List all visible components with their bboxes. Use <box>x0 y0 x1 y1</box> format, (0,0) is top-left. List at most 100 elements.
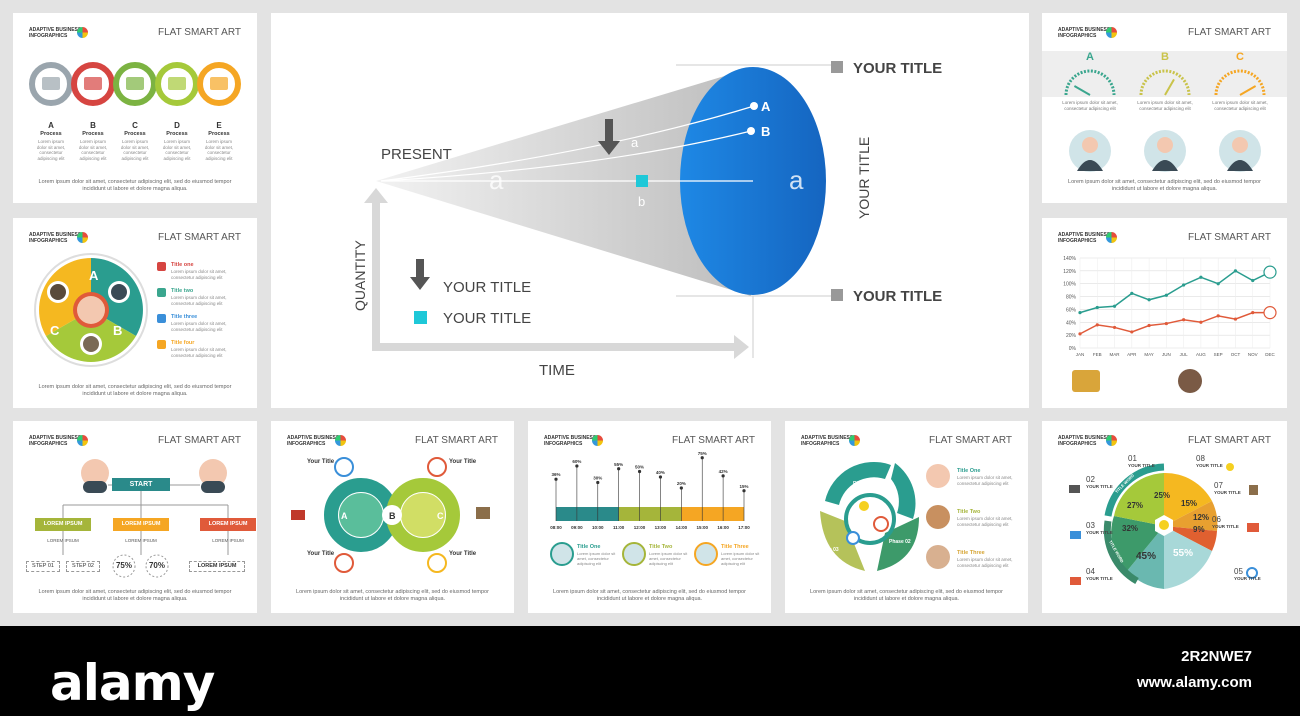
pin-label: 15% <box>739 484 748 489</box>
process-letter: E <box>216 121 222 130</box>
circle-title: Title three <box>171 314 198 320</box>
slide-circle[interactable]: ADAPTIVE BUSINESS INFOGRAPHICS FLAT SMAR… <box>13 218 257 408</box>
x-tick-label: OCT <box>1231 352 1241 357</box>
radial-pct: 15% <box>1181 499 1198 508</box>
time-label: 09:00 <box>571 525 583 530</box>
data-point <box>1095 305 1099 310</box>
slide-label: FLAT SMART ART <box>1188 435 1271 446</box>
data-point <box>1164 293 1168 297</box>
process-letter: C <box>132 121 138 130</box>
slide-label: FLAT SMART ART <box>1188 27 1271 38</box>
timeline-title: Title Two <box>649 544 673 550</box>
radial-pct: 45% <box>1136 551 1157 562</box>
slide-org-chart[interactable]: ADAPTIVE BUSINESS INFOGRAPHICS FLAT SMAR… <box>13 421 257 613</box>
brand-pie-icon <box>77 435 88 446</box>
series-end-icon <box>1263 306 1277 320</box>
circle-title-icon <box>157 262 166 271</box>
radial-number: 02 <box>1086 475 1095 484</box>
brand-logo: ADAPTIVE BUSINESS INFOGRAPHICS <box>29 232 99 244</box>
process-desc: Lorem ipsum dolor sit amet, consectetur … <box>162 139 192 161</box>
timeline-segment <box>597 507 619 521</box>
timeline-title: Title Three <box>721 544 749 550</box>
slide-gauges[interactable]: ADAPTIVE BUSINESS INFOGRAPHICS FLAT SMAR… <box>1042 13 1287 203</box>
title-top: YOUR TITLE <box>853 60 942 77</box>
process-icon <box>168 77 186 90</box>
timeline-segment <box>660 507 682 521</box>
data-point <box>1130 291 1134 295</box>
gauge-letter: A <box>1086 51 1094 63</box>
pin-label: 60% <box>572 459 581 464</box>
pin-label: 30% <box>593 476 602 481</box>
slide-label: FLAT SMART ART <box>672 435 755 446</box>
cycle-desc: Lorem ipsum dolor sit amet, consectetur … <box>957 475 1013 486</box>
slide-label: FLAT SMART ART <box>1188 232 1271 243</box>
slide-funnel-main[interactable]: A B a b a a PRESENT QUANTITY TIME YOUR T… <box>271 13 1029 408</box>
timeline-segment <box>681 507 703 521</box>
slide-cycle[interactable]: ADAPTIVE BUSINESS INFOGRAPHICS FLAT SMAR… <box>785 421 1028 613</box>
timeline-pin-head <box>658 475 663 479</box>
pin-label: 75% <box>698 451 707 456</box>
brand-pie-icon <box>77 27 88 38</box>
time-label: 08:00 <box>550 525 562 530</box>
gauge-desc: Lorem ipsum dolor sit amet, consectetur … <box>1137 100 1193 111</box>
circle-desc: Lorem ipsum dolor sit amet, consectetur … <box>171 269 227 280</box>
radial-number: 07 <box>1214 481 1223 490</box>
process-letter: A <box>48 121 54 130</box>
cycle-title: Title Two <box>957 509 981 515</box>
data-point <box>1199 275 1203 279</box>
inf-letter-c: C <box>437 511 444 521</box>
circle-title-icon <box>157 288 166 297</box>
gauge-arc <box>1214 69 1266 96</box>
process-icon <box>210 77 228 90</box>
point-a-label: A <box>761 99 771 114</box>
radial-pct: 32% <box>1122 524 1139 533</box>
inf-letter-b: B <box>389 511 396 521</box>
brand-logo: ADAPTIVE BUSINESS INFOGRAPHICS <box>29 27 99 39</box>
mini-box: LOREM IPSUM <box>189 561 245 572</box>
slide-timeline[interactable]: ADAPTIVE BUSINESS INFOGRAPHICS FLAT SMAR… <box>528 421 771 613</box>
inf-title-bl: Your Title <box>307 551 335 557</box>
y-tick-label: 120% <box>1063 269 1076 275</box>
process-label: Process <box>40 131 62 137</box>
data-point <box>1147 323 1151 328</box>
org-box: LOREM IPSUM <box>200 518 256 531</box>
gauge-desc: Lorem ipsum dolor sit amet, consectetur … <box>1212 100 1268 111</box>
radial-number: 05 <box>1234 567 1243 576</box>
org-sub: LOREM IPSUM <box>47 538 79 543</box>
gauge-arc <box>1064 69 1116 96</box>
alamy-url: www.alamy.com <box>1136 674 1252 691</box>
legend-title-2: YOUR TITLE <box>443 310 531 327</box>
slide-line-chart[interactable]: ADAPTIVE BUSINESS INFOGRAPHICS FLAT SMAR… <box>1042 218 1287 408</box>
radial-title: YOUR TITLE <box>1234 576 1261 581</box>
slide-radial[interactable]: ADAPTIVE BUSINESS INFOGRAPHICS FLAT SMAR… <box>1042 421 1287 613</box>
timeline-pin-head <box>596 480 600 485</box>
slide-label: FLAT SMART ART <box>158 435 241 446</box>
footer-text: Lorem ipsum dolor sit amet, consectetur … <box>296 589 489 602</box>
slide-process[interactable]: ADAPTIVE BUSINESS INFOGRAPHICS FLAT SMAR… <box>13 13 257 203</box>
footer-text: Lorem ipsum dolor sit amet, consectetur … <box>810 589 1003 602</box>
process-letter: B <box>90 121 96 130</box>
radial-title: YOUR TITLE <box>1086 576 1113 581</box>
data-point <box>1216 282 1220 286</box>
brand-pie-icon <box>849 435 860 446</box>
time-label: 12:00 <box>634 525 646 530</box>
slide-infinity[interactable]: ADAPTIVE BUSINESS INFOGRAPHICS FLAT SMAR… <box>271 421 514 613</box>
cycle-title: Title One <box>957 468 981 474</box>
time-label: 15:00 <box>696 525 708 530</box>
gauge-arc <box>1139 69 1191 96</box>
x-tick-label: NOV <box>1248 352 1258 357</box>
mark-b: b <box>638 194 645 209</box>
image-id: 2R2NWE7 <box>1181 648 1252 665</box>
org-box: LOREM IPSUM <box>113 518 169 531</box>
timeline-pin-head <box>742 489 746 493</box>
point-b-label: B <box>761 124 770 139</box>
brand-pie-icon <box>1106 27 1117 38</box>
radial-number: 08 <box>1196 454 1205 463</box>
brand-logo: ADAPTIVE BUSINESS INFOGRAPHICS <box>1058 435 1128 447</box>
inf-letter-a: A <box>341 511 348 521</box>
timeline-desc: Lorem ipsum dolor sit amet, consectetur … <box>577 551 616 566</box>
cycle-desc: Lorem ipsum dolor sit amet, consectetur … <box>957 557 1013 568</box>
slide-label: FLAT SMART ART <box>929 435 1012 446</box>
gauge-row <box>1064 69 1266 172</box>
pin-label: 20% <box>677 481 686 486</box>
